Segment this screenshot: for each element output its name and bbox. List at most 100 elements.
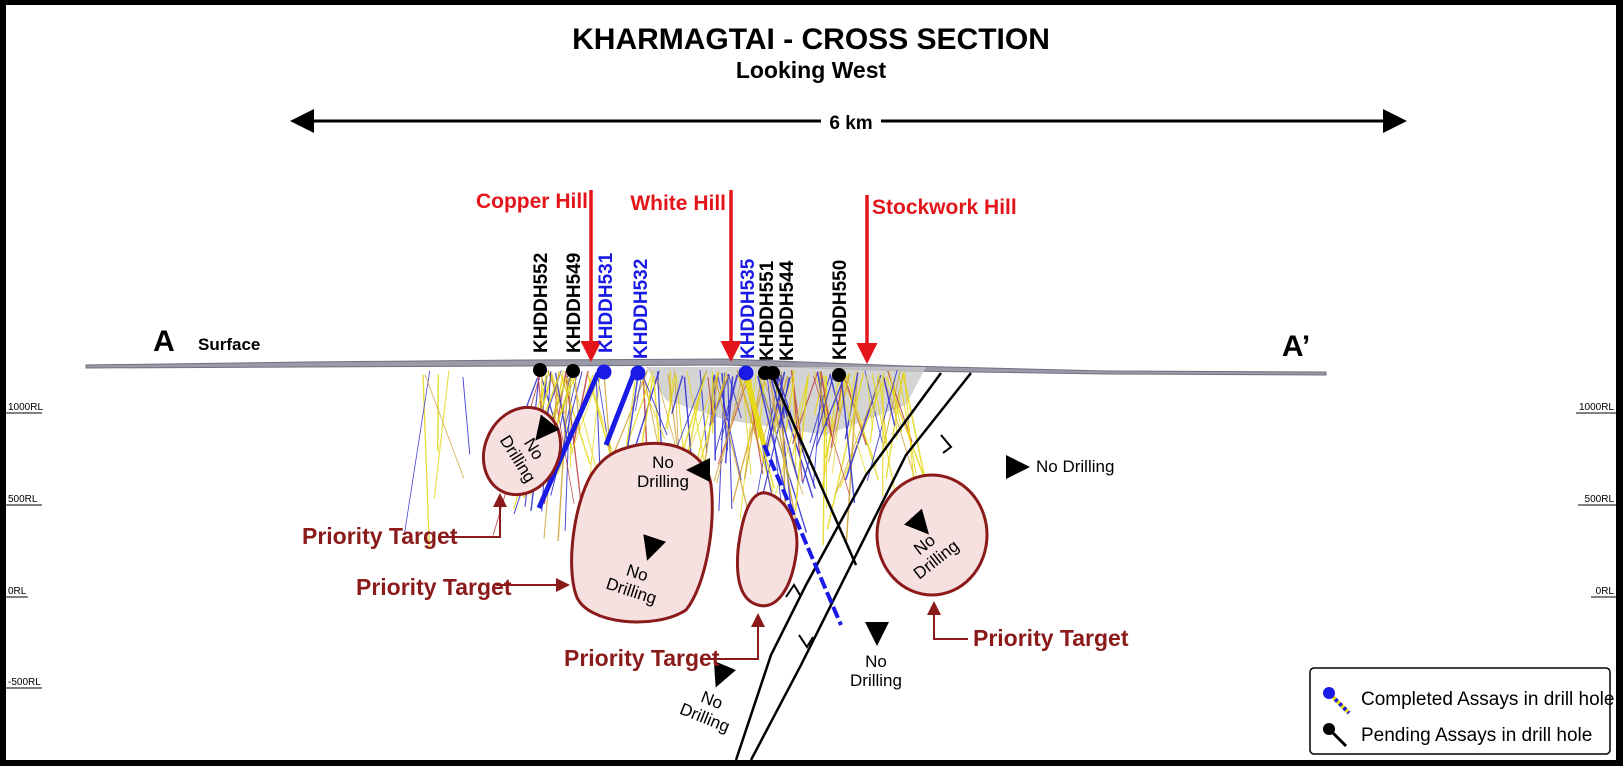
drill-trace (671, 375, 684, 414)
priority-target-areas (481, 405, 989, 624)
drill-trace (640, 377, 654, 449)
target-zone-3 (736, 491, 799, 608)
drill-trace (767, 372, 798, 530)
drill-trace (636, 371, 666, 439)
section-start-label: A (153, 325, 175, 358)
rl-axis-right: 1000RL 500RL 0RL (1576, 402, 1616, 598)
drill-trace (716, 370, 745, 484)
drill-trace (770, 377, 800, 483)
hill-label-copper: Copper Hill (476, 190, 588, 213)
hole-label: KHDDH552 (531, 253, 552, 353)
fault-lines (734, 372, 972, 760)
priority-target-callouts (446, 493, 968, 660)
hole-label: KHDDH549 (564, 253, 585, 353)
rl-label: 0RL (8, 586, 27, 597)
drill-trace (784, 377, 795, 433)
drill-trace (836, 375, 867, 476)
drill-trace (885, 376, 925, 478)
drill-trace (763, 369, 796, 462)
drill-trace (641, 374, 668, 436)
rl-label: -500RL (8, 677, 41, 688)
drill-trace (652, 376, 661, 452)
no-drilling-text: No (865, 652, 887, 671)
drill-trace (717, 373, 751, 465)
drill-trace (871, 373, 896, 495)
drill-trace (888, 371, 903, 432)
no-drilling-text: No Drilling (1036, 457, 1114, 476)
page-subtitle: Looking West (736, 57, 887, 83)
drill-trace (869, 373, 880, 444)
drill-trace (642, 370, 648, 454)
hole-label: KHDDH551 (757, 260, 778, 361)
scale-bar: 6 km (290, 109, 1407, 134)
priority-target-label: Priority Target (302, 523, 458, 549)
drill-trace (720, 371, 739, 441)
drill-trace (882, 372, 884, 497)
drill-trace (559, 374, 571, 429)
drill-trace (569, 371, 572, 469)
no-drilling-text: No (652, 453, 674, 472)
hill-markers (580, 190, 878, 364)
hole-label: KHDDH550 (830, 260, 851, 360)
drill-trace (815, 374, 846, 447)
scale-label: 6 km (829, 113, 872, 134)
collar-khddh535 (738, 365, 754, 381)
legend-completed-label: Completed Assays in drill hole (1361, 689, 1614, 710)
drill-hole-labels: KHDDH552 KHDDH549 KHDDH531 KHDDH532 KHDD… (531, 252, 851, 361)
drill-trace (813, 370, 835, 428)
collar-khddh552 (533, 363, 547, 377)
priority-target-label: Priority Target (356, 574, 512, 600)
drill-trace (675, 374, 685, 463)
drill-trace (813, 376, 850, 495)
drill-trace (709, 375, 729, 422)
drill-trace (727, 373, 742, 419)
drill-trace (433, 370, 450, 499)
direction-arrows (535, 414, 1030, 688)
legend-box (1309, 667, 1611, 755)
drill-trace (436, 374, 440, 452)
drill-trace (801, 374, 835, 484)
drill-trace (844, 372, 859, 440)
hill-label-white: White Hill (630, 192, 726, 215)
drill-trace (713, 371, 749, 482)
drill-trace (893, 377, 898, 440)
drill-trace (550, 373, 575, 504)
arrow-icon (713, 660, 736, 688)
collar-khddh550 (832, 368, 846, 382)
rl-label: 500RL (8, 494, 38, 505)
drill-trace (848, 372, 856, 421)
surface-label: Surface (198, 335, 260, 354)
target-zone-4 (875, 473, 989, 597)
hole-label: KHDDH535 (738, 258, 759, 359)
drill-trace (403, 370, 431, 535)
arrow-icon (904, 508, 930, 535)
completed-hole-traces (536, 371, 858, 626)
drill-trace (883, 377, 896, 426)
collar-khddh544 (766, 366, 780, 380)
hill-label-stockwork: Stockwork Hill (872, 196, 1017, 219)
drill-trace (792, 376, 809, 456)
collar-khddh532 (630, 365, 646, 381)
drill-trace (819, 371, 824, 428)
page-title: KHARMAGTAI - CROSS SECTION (572, 23, 1050, 56)
arrow-icon (535, 414, 560, 441)
drill-trace (713, 374, 716, 461)
rl-label: 1000RL (1579, 402, 1614, 413)
cross-section-canvas: KHARMAGTAI - CROSS SECTION Looking West … (6, 23, 1616, 760)
cross-section-figure: KHARMAGTAI - CROSS SECTION Looking West … (6, 5, 1616, 760)
drill-trace (823, 377, 827, 508)
drill-trace (835, 377, 882, 494)
priority-target-label: Priority Target (973, 625, 1129, 651)
drill-trace (714, 374, 738, 455)
drill-trace (727, 374, 733, 509)
drill-trace (665, 374, 677, 430)
rl-label: 1000RL (8, 402, 43, 413)
drill-traces (403, 369, 930, 551)
legend: Completed Assays in drill hole Pending A… (1309, 667, 1614, 755)
hole-label: KHDDH531 (596, 252, 617, 353)
hole-label: KHDDH532 (631, 259, 652, 359)
drill-trace (422, 374, 431, 550)
drill-trace (792, 370, 797, 469)
collar-khddh531 (596, 364, 612, 380)
hole-label: KHDDH544 (777, 260, 798, 361)
